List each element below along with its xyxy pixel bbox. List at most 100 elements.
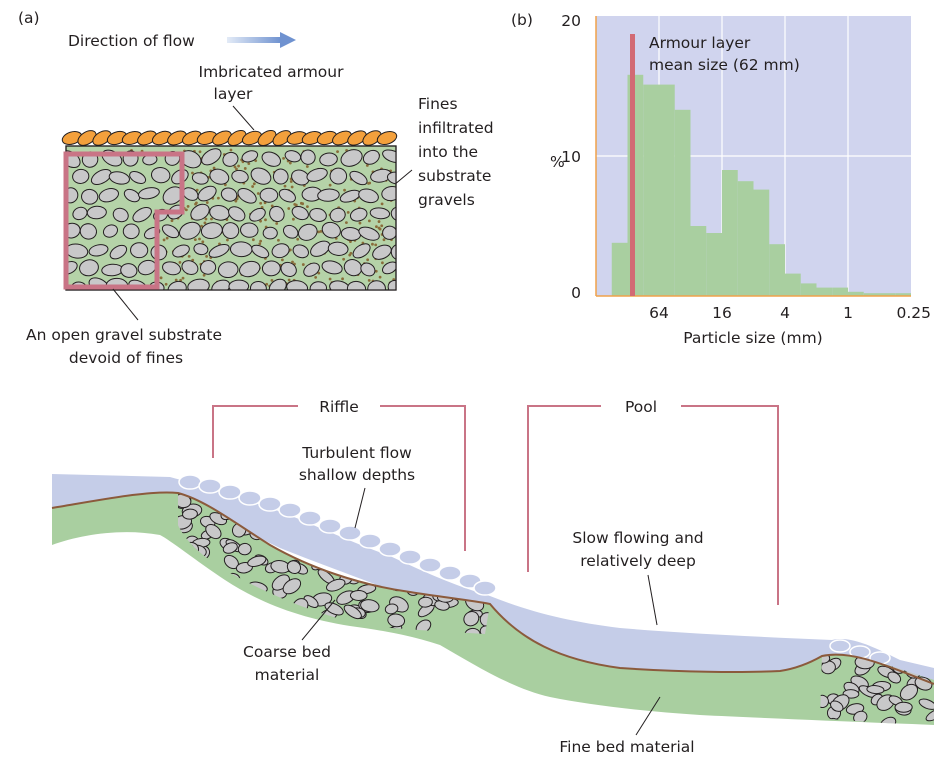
gravel-stone — [278, 188, 296, 203]
fine-particle — [317, 230, 321, 234]
gravel-stone — [291, 206, 309, 221]
fine-particle — [349, 240, 352, 244]
foam-bump — [829, 639, 851, 653]
coarse-stone — [468, 515, 486, 528]
foam-bump — [298, 510, 322, 526]
fine-particle — [375, 225, 378, 229]
fine-particle — [256, 192, 260, 195]
fine-particle — [210, 217, 213, 221]
fine-particle — [293, 202, 297, 206]
coarse-stone — [198, 598, 216, 613]
gravel-stone — [259, 187, 279, 203]
fine-particle — [170, 219, 174, 223]
gravel-stone — [179, 221, 201, 240]
gravel-stone — [222, 222, 240, 239]
gravel-stone — [161, 224, 180, 239]
coarse-stone — [479, 612, 490, 627]
coarse-stone — [456, 515, 471, 528]
gravel-stone — [98, 188, 120, 203]
coarse-stone — [481, 506, 490, 521]
gravel-stone — [271, 243, 290, 259]
fine-particle — [226, 238, 229, 242]
gravel-stone — [167, 280, 187, 290]
coarse-stone — [830, 700, 844, 712]
gravel-stone — [228, 279, 250, 290]
fine-particle — [319, 230, 323, 233]
fine-particle — [259, 201, 263, 205]
y-axis-label: % — [550, 153, 565, 171]
gravel-stone — [390, 243, 396, 261]
gravel-stone — [249, 281, 267, 290]
coarse-stone — [463, 611, 480, 627]
fine-particle — [216, 196, 220, 200]
coarse-stone — [464, 627, 481, 634]
fine-particle — [198, 150, 202, 154]
coarse-stone — [247, 555, 267, 567]
fine-particle — [251, 238, 255, 242]
gravel-stone — [241, 150, 259, 163]
fine-particle — [291, 260, 294, 264]
coarse-leader — [301, 599, 336, 641]
fine-particle — [301, 202, 305, 206]
foam-bump — [218, 484, 242, 500]
fine-particle — [234, 199, 238, 203]
fine-particle — [289, 180, 293, 183]
fine-particle — [344, 221, 348, 225]
gravel-stone — [382, 149, 396, 163]
x-tick-label: 16 — [712, 304, 732, 322]
fine-particle — [377, 220, 381, 223]
gravel-stone — [72, 168, 90, 184]
gravel-stone — [358, 188, 379, 204]
fine-particle — [200, 224, 203, 228]
x-tick-label: 4 — [780, 304, 790, 322]
gravel-stone — [240, 222, 259, 238]
coarse-stone — [410, 500, 430, 510]
histogram-bar — [643, 84, 659, 296]
coarse-stone — [443, 536, 461, 549]
armour-stone — [92, 130, 112, 146]
gravel-stone — [172, 244, 190, 258]
histogram-bar — [627, 74, 644, 296]
gravel-stone — [282, 224, 299, 239]
fine-particle — [194, 202, 197, 206]
coarse-stone — [372, 512, 390, 528]
histogram-bar — [800, 283, 817, 296]
coarse-stone — [222, 542, 238, 554]
gravel-stone — [310, 240, 331, 257]
fine-particle — [165, 236, 169, 240]
gravel-stone — [123, 188, 141, 203]
gravel-stone — [228, 206, 246, 222]
fine-particle — [306, 205, 309, 209]
fine-particle — [314, 276, 318, 279]
gravel-stone — [367, 280, 386, 290]
gravel-block — [61, 129, 398, 291]
turbulent-leader — [354, 487, 366, 529]
fine-particle — [265, 282, 269, 286]
fines-label-line5: gravels — [418, 191, 475, 209]
armour-mean-label-line2: mean size (62 mm) — [649, 56, 800, 74]
fine-particle — [305, 165, 309, 168]
fine-particle — [328, 277, 332, 281]
gravel-stone — [340, 149, 363, 167]
gravel-stone — [251, 244, 270, 259]
gravel-stone — [209, 168, 230, 185]
armour-stone — [376, 131, 398, 145]
fine-particle — [283, 184, 287, 188]
fine-particle — [193, 238, 197, 242]
riffle-bracket — [212, 405, 466, 551]
coarse-stone — [918, 698, 934, 710]
armour-stone — [212, 130, 232, 146]
gravel-stone — [237, 187, 257, 204]
fine-particle — [365, 164, 369, 167]
fine-particle — [204, 217, 208, 221]
coarse-stone — [248, 607, 267, 619]
coarse-stone — [820, 694, 829, 709]
gravel-stone — [88, 244, 109, 257]
gravel-stone — [86, 205, 107, 220]
fine-particle — [348, 253, 352, 257]
chart-bars — [611, 74, 911, 296]
gravel-stone — [329, 207, 346, 223]
coarse-stone — [349, 589, 368, 601]
